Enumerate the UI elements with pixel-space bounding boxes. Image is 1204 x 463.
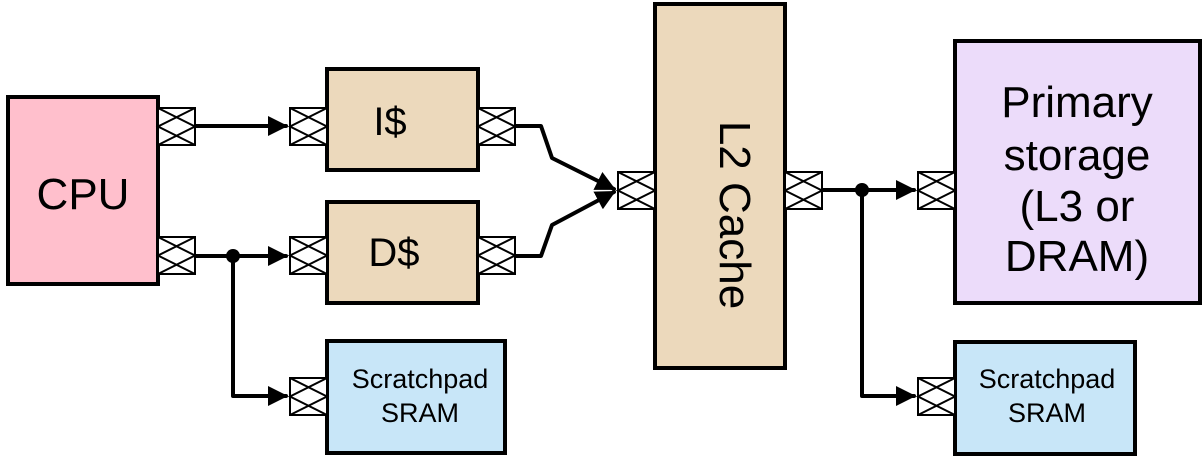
wires xyxy=(194,116,916,406)
port-icon xyxy=(915,171,958,210)
primary-storage-block xyxy=(953,39,1202,305)
l2-cache-label: L2 Cache xyxy=(710,121,759,309)
junction-dot-right xyxy=(855,183,869,197)
primary-storage-label-line1: Primary xyxy=(1001,78,1153,127)
scratchpad-right-label-line1: Scratchpad xyxy=(979,364,1116,394)
icache-block xyxy=(325,67,480,172)
cpu-label: CPU xyxy=(37,170,130,219)
l2-to-scratchpad-arrow xyxy=(860,188,916,406)
ports xyxy=(155,107,958,416)
dcache-block xyxy=(325,200,480,305)
scratchpad-left-label-line1: Scratchpad xyxy=(352,364,489,394)
port-icon xyxy=(155,236,198,275)
dcache-label: D$ xyxy=(368,231,419,275)
primary-storage-label-line2: storage xyxy=(1004,131,1151,180)
icache-label: I$ xyxy=(373,100,406,144)
scratchpad-left-label-line2: SRAM xyxy=(381,398,459,428)
port-icon xyxy=(287,377,330,416)
port-icon xyxy=(475,236,518,275)
port-icon xyxy=(287,107,330,146)
cpu-block xyxy=(6,95,160,286)
port-icon xyxy=(615,171,658,210)
cpu-to-scratchpad-arrow xyxy=(231,254,288,406)
port-icon xyxy=(155,107,198,146)
primary-storage-label-line4: DRAM) xyxy=(1005,232,1149,281)
scratchpad-sram-left-block xyxy=(325,339,507,455)
icache-to-l2-arrow xyxy=(514,124,616,191)
dcache-to-l2-arrow xyxy=(514,190,616,258)
port-icon xyxy=(782,171,825,210)
scratchpad-right-label-line2: SRAM xyxy=(1008,398,1086,428)
port-icon xyxy=(915,377,958,416)
port-icon xyxy=(475,107,518,146)
primary-storage-label-line3: (L3 or xyxy=(1020,182,1135,231)
port-icon xyxy=(287,236,330,275)
junction-dot-left xyxy=(226,249,240,263)
